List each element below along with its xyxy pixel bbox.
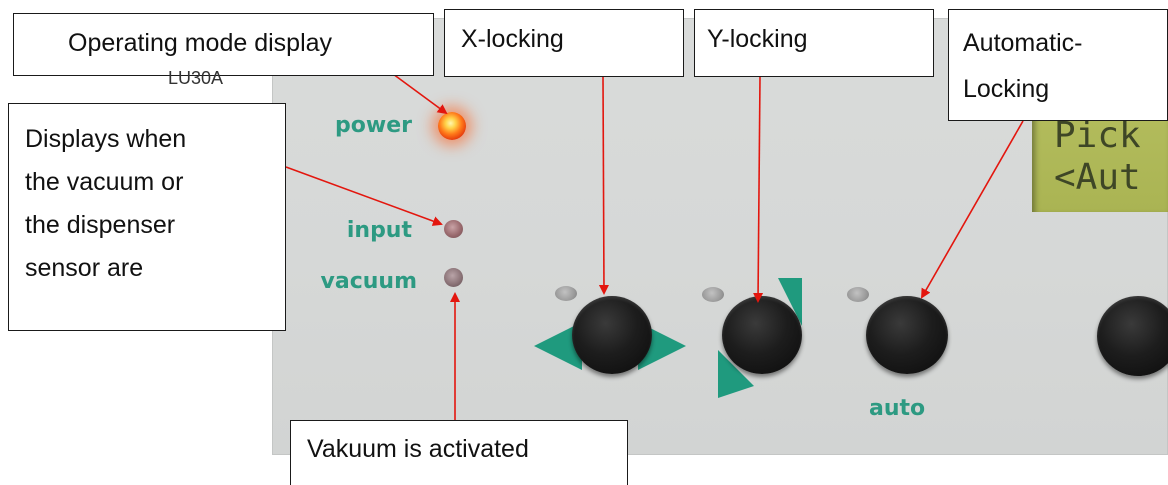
operating-mode-callout: Operating mode display [13, 13, 434, 76]
automatic-locking-line-1: Automatic- [963, 29, 1083, 57]
displays-when-line-2: the vacuum or [25, 168, 184, 196]
y-locking-led [702, 287, 724, 302]
displays-when-line-3: the dispenser [25, 211, 176, 239]
automatic-locking-line-2: Locking [963, 75, 1050, 103]
automatic-locking-button[interactable] [866, 296, 948, 374]
auto-label: auto [869, 396, 926, 421]
vakuum-callout-text: Vakuum is activated [307, 435, 529, 463]
x-locking-callout: X-locking [444, 9, 684, 77]
vacuum-label: vacuum [320, 269, 417, 294]
power-led [438, 112, 466, 140]
x-locking-led [555, 286, 577, 301]
vakuum-callout: Vakuum is activated [290, 420, 628, 485]
input-label: input [346, 218, 412, 243]
power-label: power [335, 113, 412, 138]
operating-mode-callout-text: Operating mode display [68, 29, 333, 57]
y-locking-button[interactable] [722, 296, 802, 374]
automatic-locking-callout: Automatic- Locking [948, 9, 1168, 121]
x-locking-button[interactable] [572, 296, 652, 374]
y-locking-callout: Y-locking [694, 9, 934, 77]
vacuum-led [444, 268, 463, 287]
displays-when-callout: Displays when the vacuum or the dispense… [8, 103, 286, 331]
x-locking-callout-text: X-locking [461, 25, 564, 53]
y-locking-callout-text: Y-locking [707, 25, 808, 53]
lcd-line-2: <Aut [1054, 157, 1141, 198]
displays-when-line-1: Displays when [25, 125, 187, 153]
auto-locking-led [847, 287, 869, 302]
displays-when-line-4: sensor are [25, 254, 144, 282]
input-led [444, 220, 463, 238]
next-button[interactable] [1097, 296, 1168, 376]
lcd-line-1: Pick [1054, 115, 1141, 156]
operating-mode-partial-text: LU30A [168, 68, 224, 88]
